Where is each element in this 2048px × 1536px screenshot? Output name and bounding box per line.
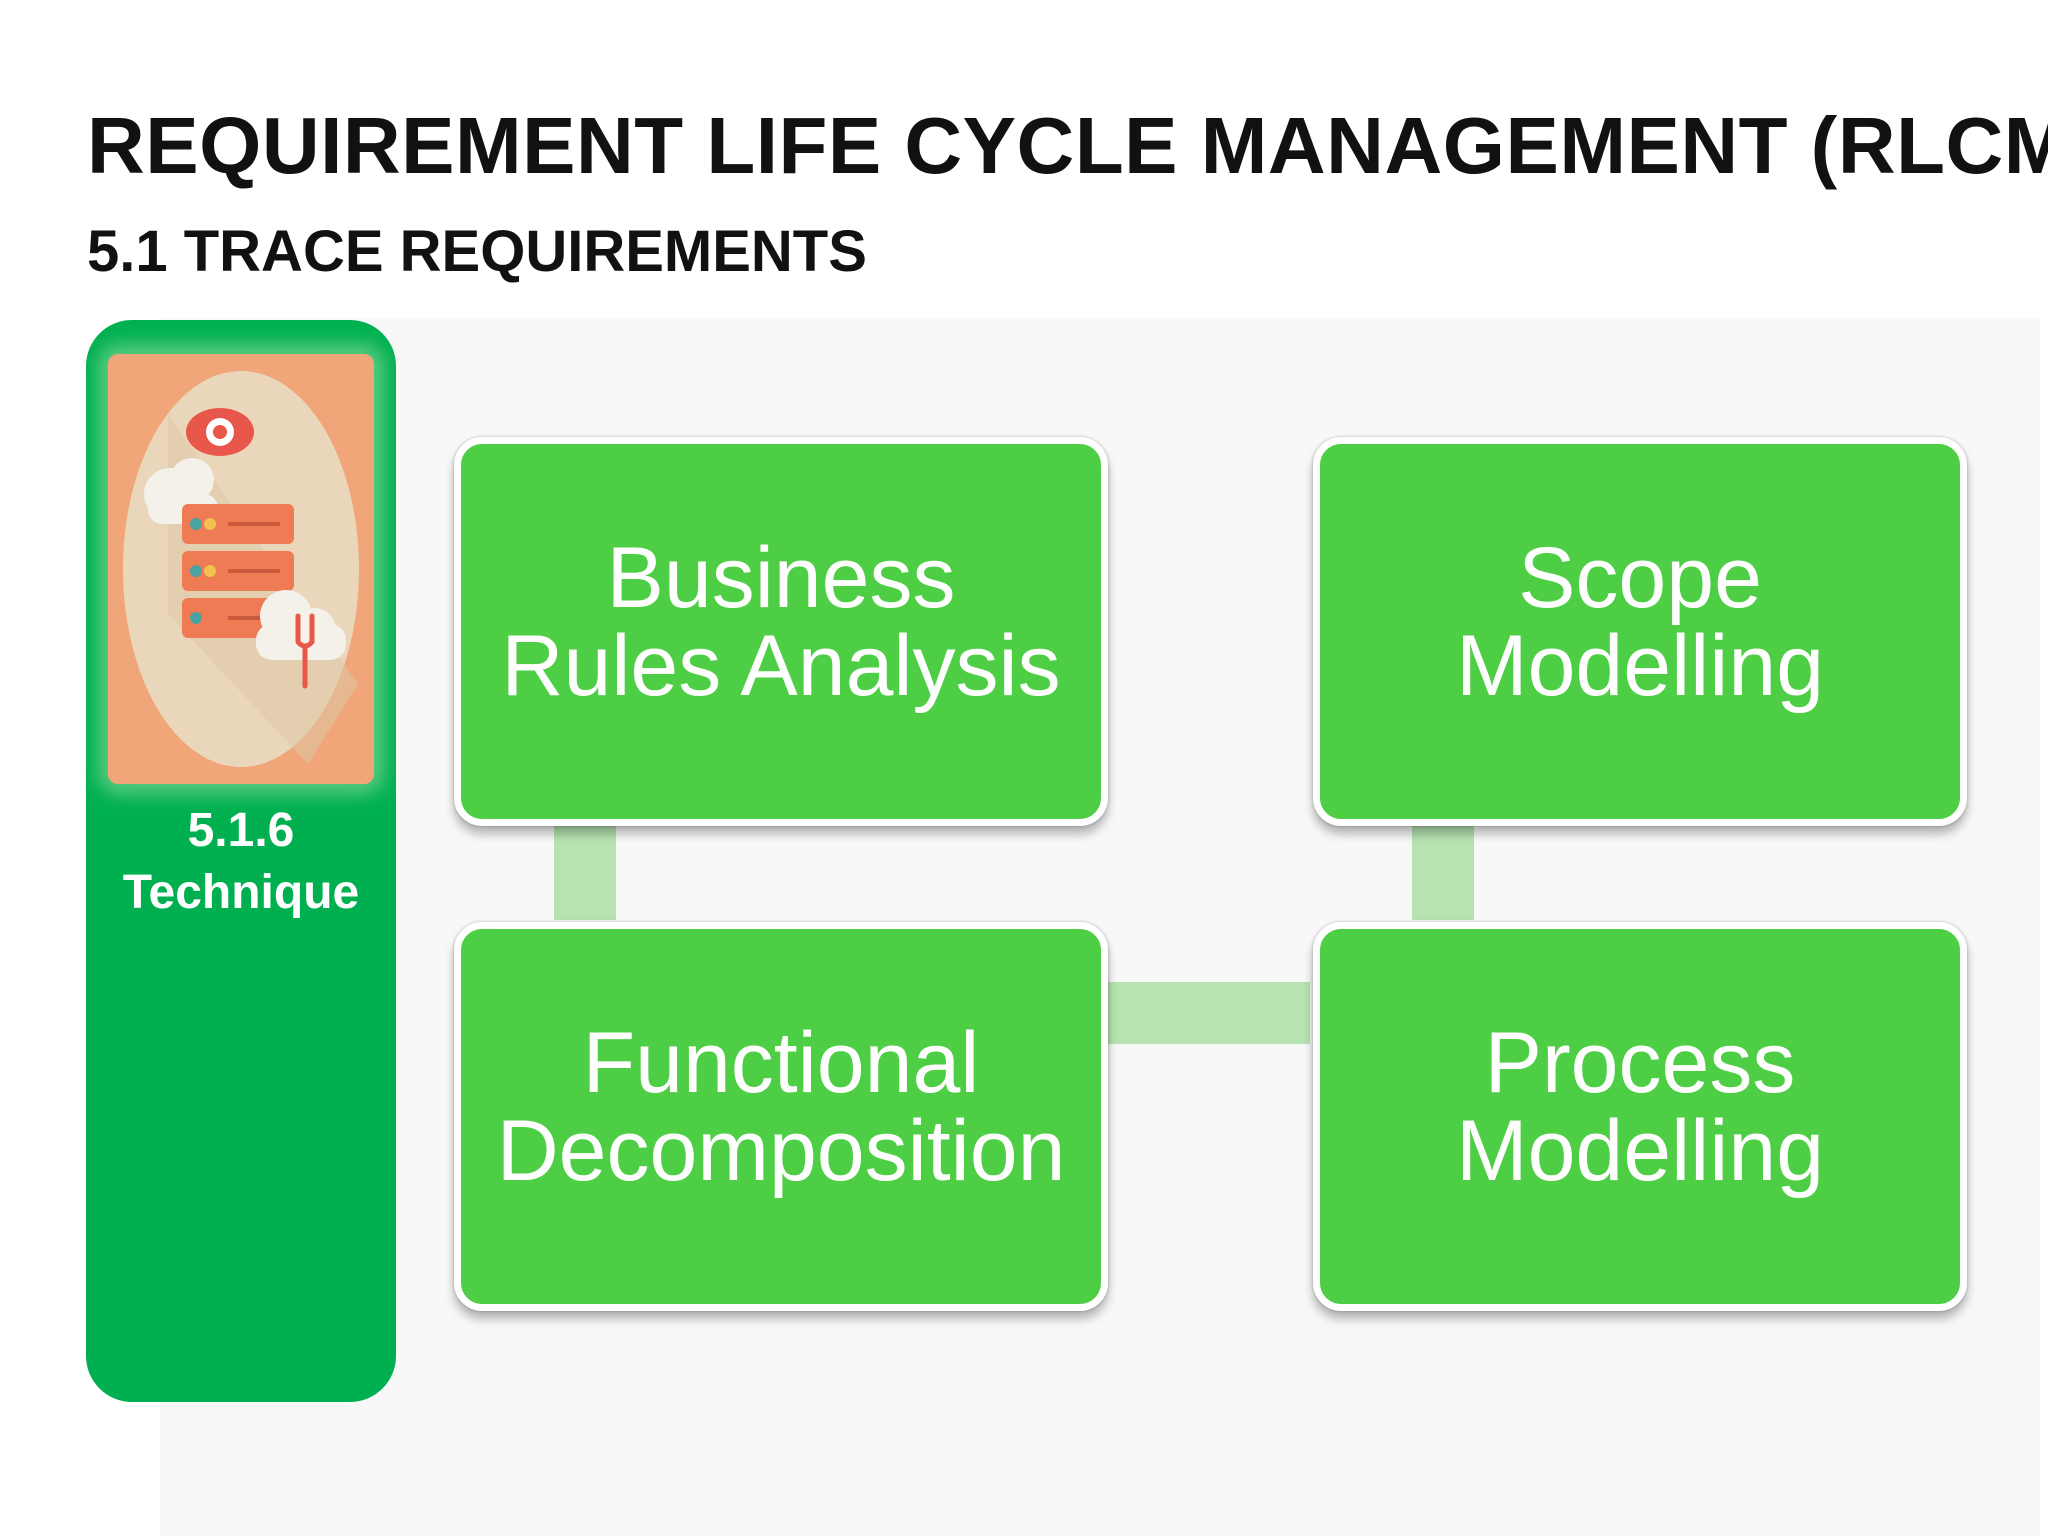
page-subtitle: 5.1 TRACE REQUIREMENTS (87, 219, 867, 284)
server-illustration-icon (108, 354, 374, 784)
page-title: REQUIREMENT LIFE CYCLE MANAGEMENT (RLCM) (87, 101, 2048, 190)
technique-panel: 5.1.6 Technique (86, 320, 396, 1402)
technique-label: 5.1.6 Technique (86, 800, 396, 924)
box-scope-modelling: Scope Modelling (1313, 437, 1967, 826)
box-label-line1: Scope (1518, 529, 1762, 626)
box-label-line2: Modelling (1455, 617, 1825, 714)
box-functional-decomposition: Functional Decomposition (454, 922, 1108, 1311)
connector-scope-to-process (1412, 826, 1474, 920)
box-label-line1: Process (1484, 1014, 1796, 1111)
connector-business-to-functional (554, 826, 616, 920)
box-label-line2: Decomposition (496, 1102, 1066, 1199)
box-label-line2: Rules Analysis (501, 617, 1061, 714)
connector-functional-to-process (1100, 982, 1310, 1044)
box-label-line1: Business (606, 529, 956, 626)
box-process-modelling: Process Modelling (1313, 922, 1967, 1311)
box-business-rules-analysis: Business Rules Analysis (454, 437, 1108, 826)
box-label-line2: Modelling (1455, 1102, 1825, 1199)
technique-word: Technique (122, 866, 360, 919)
box-label-line1: Functional (582, 1014, 980, 1111)
technique-number: 5.1.6 (187, 804, 295, 857)
